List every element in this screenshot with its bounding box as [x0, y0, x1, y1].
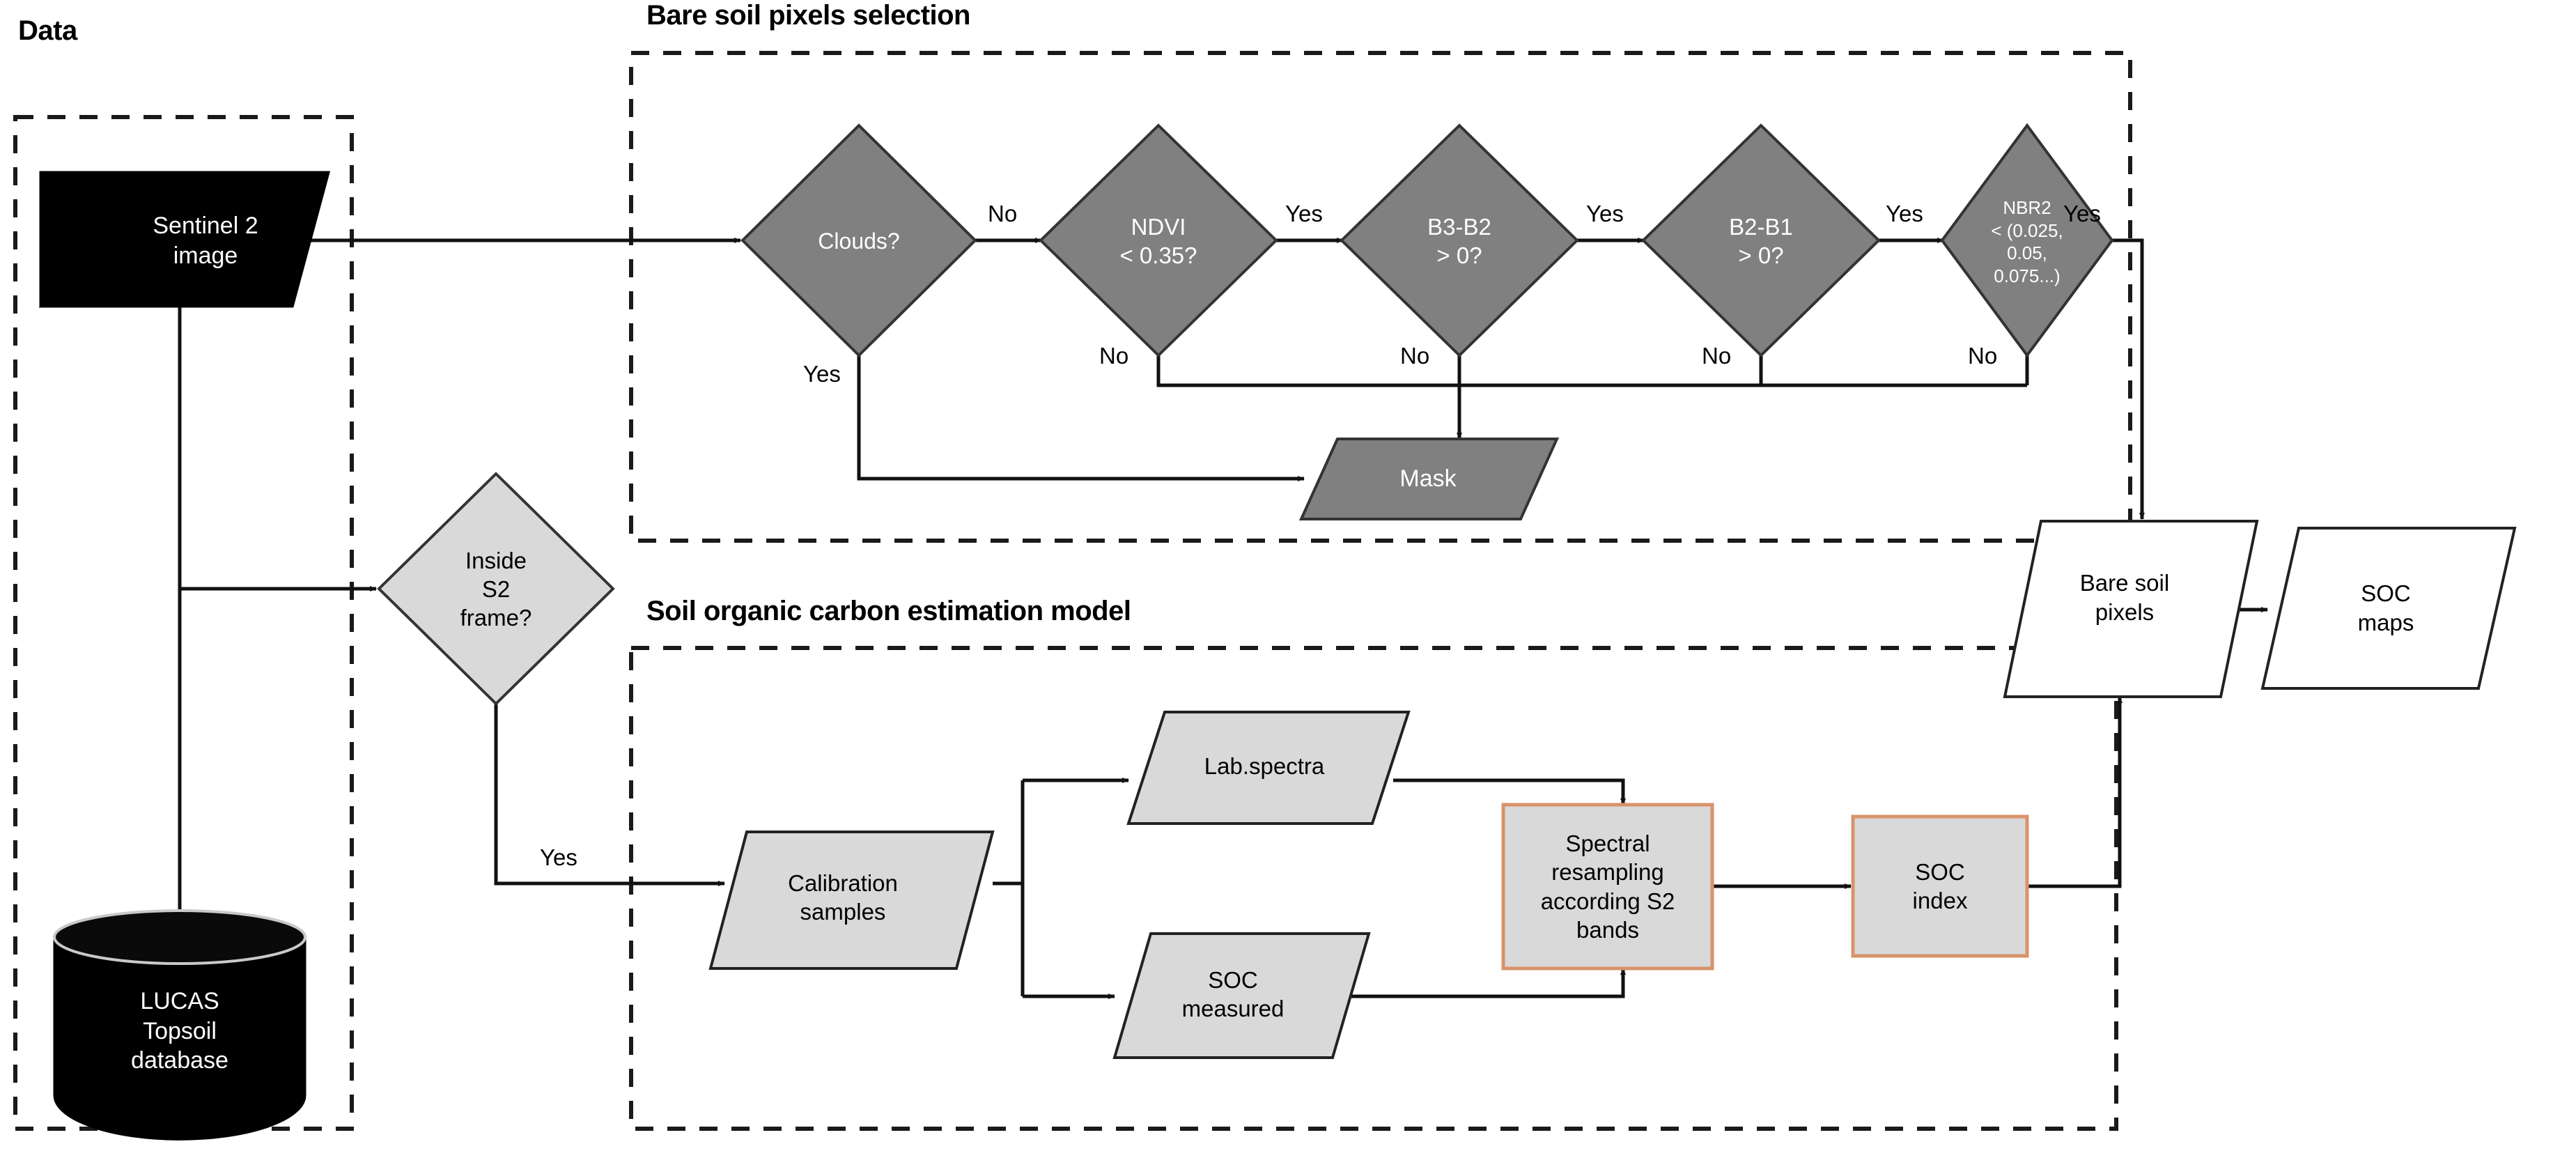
edge-ndvi-no	[1156, 355, 1399, 387]
node-b2b1-shape[interactable]	[1641, 123, 1881, 357]
edge-nbr2-yes-to-bare-soil	[2111, 238, 2145, 520]
edge-label-clouds-no: No	[988, 201, 1018, 226]
node-soc-index-shape[interactable]	[1851, 814, 2029, 958]
edge-label-b2b1-no: No	[1702, 343, 1732, 369]
edge-soc-measured-to-resampling	[1344, 968, 1626, 998]
node-clouds-shape[interactable]	[740, 123, 977, 357]
node-ndvi-shape[interactable]	[1039, 123, 1278, 357]
node-soc-measured-shape[interactable]	[1112, 932, 1371, 1059]
node-inside-s2-shape[interactable]	[377, 472, 615, 706]
node-calibration-shape[interactable]	[708, 831, 995, 970]
node-b3b2-shape[interactable]	[1340, 123, 1579, 357]
edge-label-ndvi-no: No	[1099, 343, 1129, 369]
node-mask-shape[interactable]	[1298, 438, 1560, 520]
edge-label-nbr2-yes: Yes	[2063, 201, 2101, 226]
edge-label-b3b2-no: No	[1400, 343, 1430, 369]
edge-lab-spectra-to-resampling	[1393, 778, 1626, 805]
edge-soc-index-to-bare-soil	[2027, 696, 2123, 888]
node-spectral-resampling-shape[interactable]	[1501, 803, 1714, 971]
group-frame-soc-model	[629, 646, 2118, 1131]
edge-sentinel2-down	[178, 307, 377, 592]
edge-clouds-yes-to-mask	[857, 355, 1305, 481]
node-sentinel2-shape-real[interactable]	[39, 171, 330, 308]
group-title-soc-model: Soil organic carbon estimation model	[646, 596, 1131, 626]
edge-label-nbr2-no: No	[1968, 343, 1998, 369]
edge-inside-s2-yes	[494, 704, 725, 886]
group-frame-bare-soil	[629, 51, 2132, 543]
edge-label-inside-s2-yes: Yes	[540, 844, 577, 870]
connectors	[178, 238, 2268, 999]
node-lucas-shape[interactable]	[53, 909, 307, 1141]
edge-label-b3b2-yes: Yes	[1586, 201, 1624, 226]
group-title-data: Data	[18, 15, 77, 46]
node-nbr2-shape[interactable]	[1940, 123, 2114, 358]
node-lab-spectra-shape[interactable]	[1126, 711, 1411, 825]
edge-label-ndvi-yes: Yes	[1285, 201, 1323, 226]
edge-label-b2b1-yes: Yes	[1886, 201, 1923, 226]
node-soc-maps-shape[interactable]	[2260, 527, 2517, 690]
group-title-bare-soil: Bare soil pixels selection	[646, 0, 971, 31]
node-bare-soil-pixels-shape[interactable]	[2003, 520, 2259, 698]
edge-label-clouds-yes: Yes	[803, 361, 841, 387]
